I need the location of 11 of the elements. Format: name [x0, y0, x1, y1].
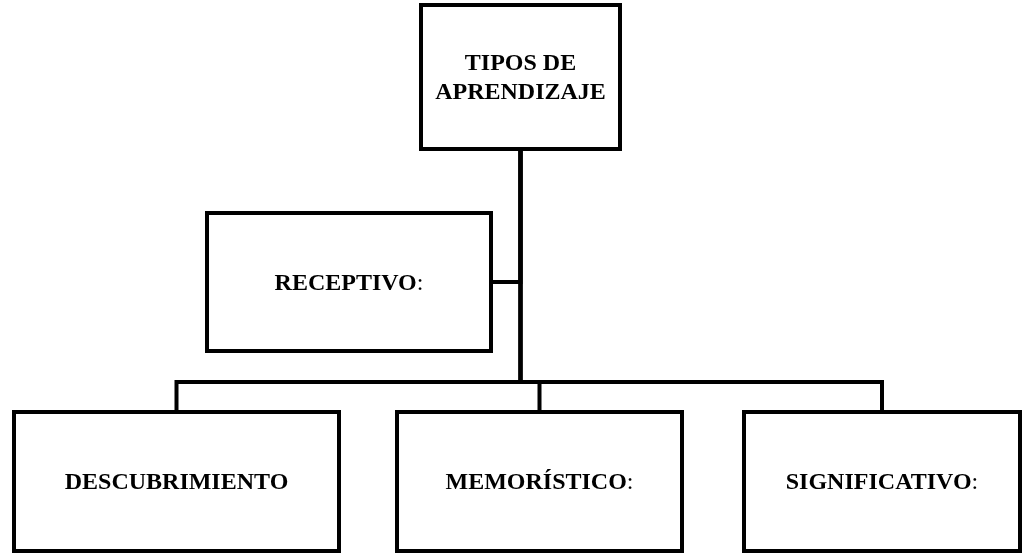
box-label: RECEPTIVO:	[274, 267, 424, 297]
text-box	[742, 410, 1022, 553]
connector-line	[518, 151, 884, 410]
box-label: MEMORÍSTICO:	[445, 467, 634, 496]
text-box	[205, 211, 493, 353]
box-label: SIGNIFICATIVO:	[785, 467, 979, 496]
box-label: TIPOS DE APRENDIZAJE	[434, 48, 607, 106]
text-box	[419, 3, 622, 151]
box-label: DESCUBRIMIENTO	[64, 467, 289, 496]
text-box	[395, 410, 684, 553]
text-box	[12, 410, 341, 553]
